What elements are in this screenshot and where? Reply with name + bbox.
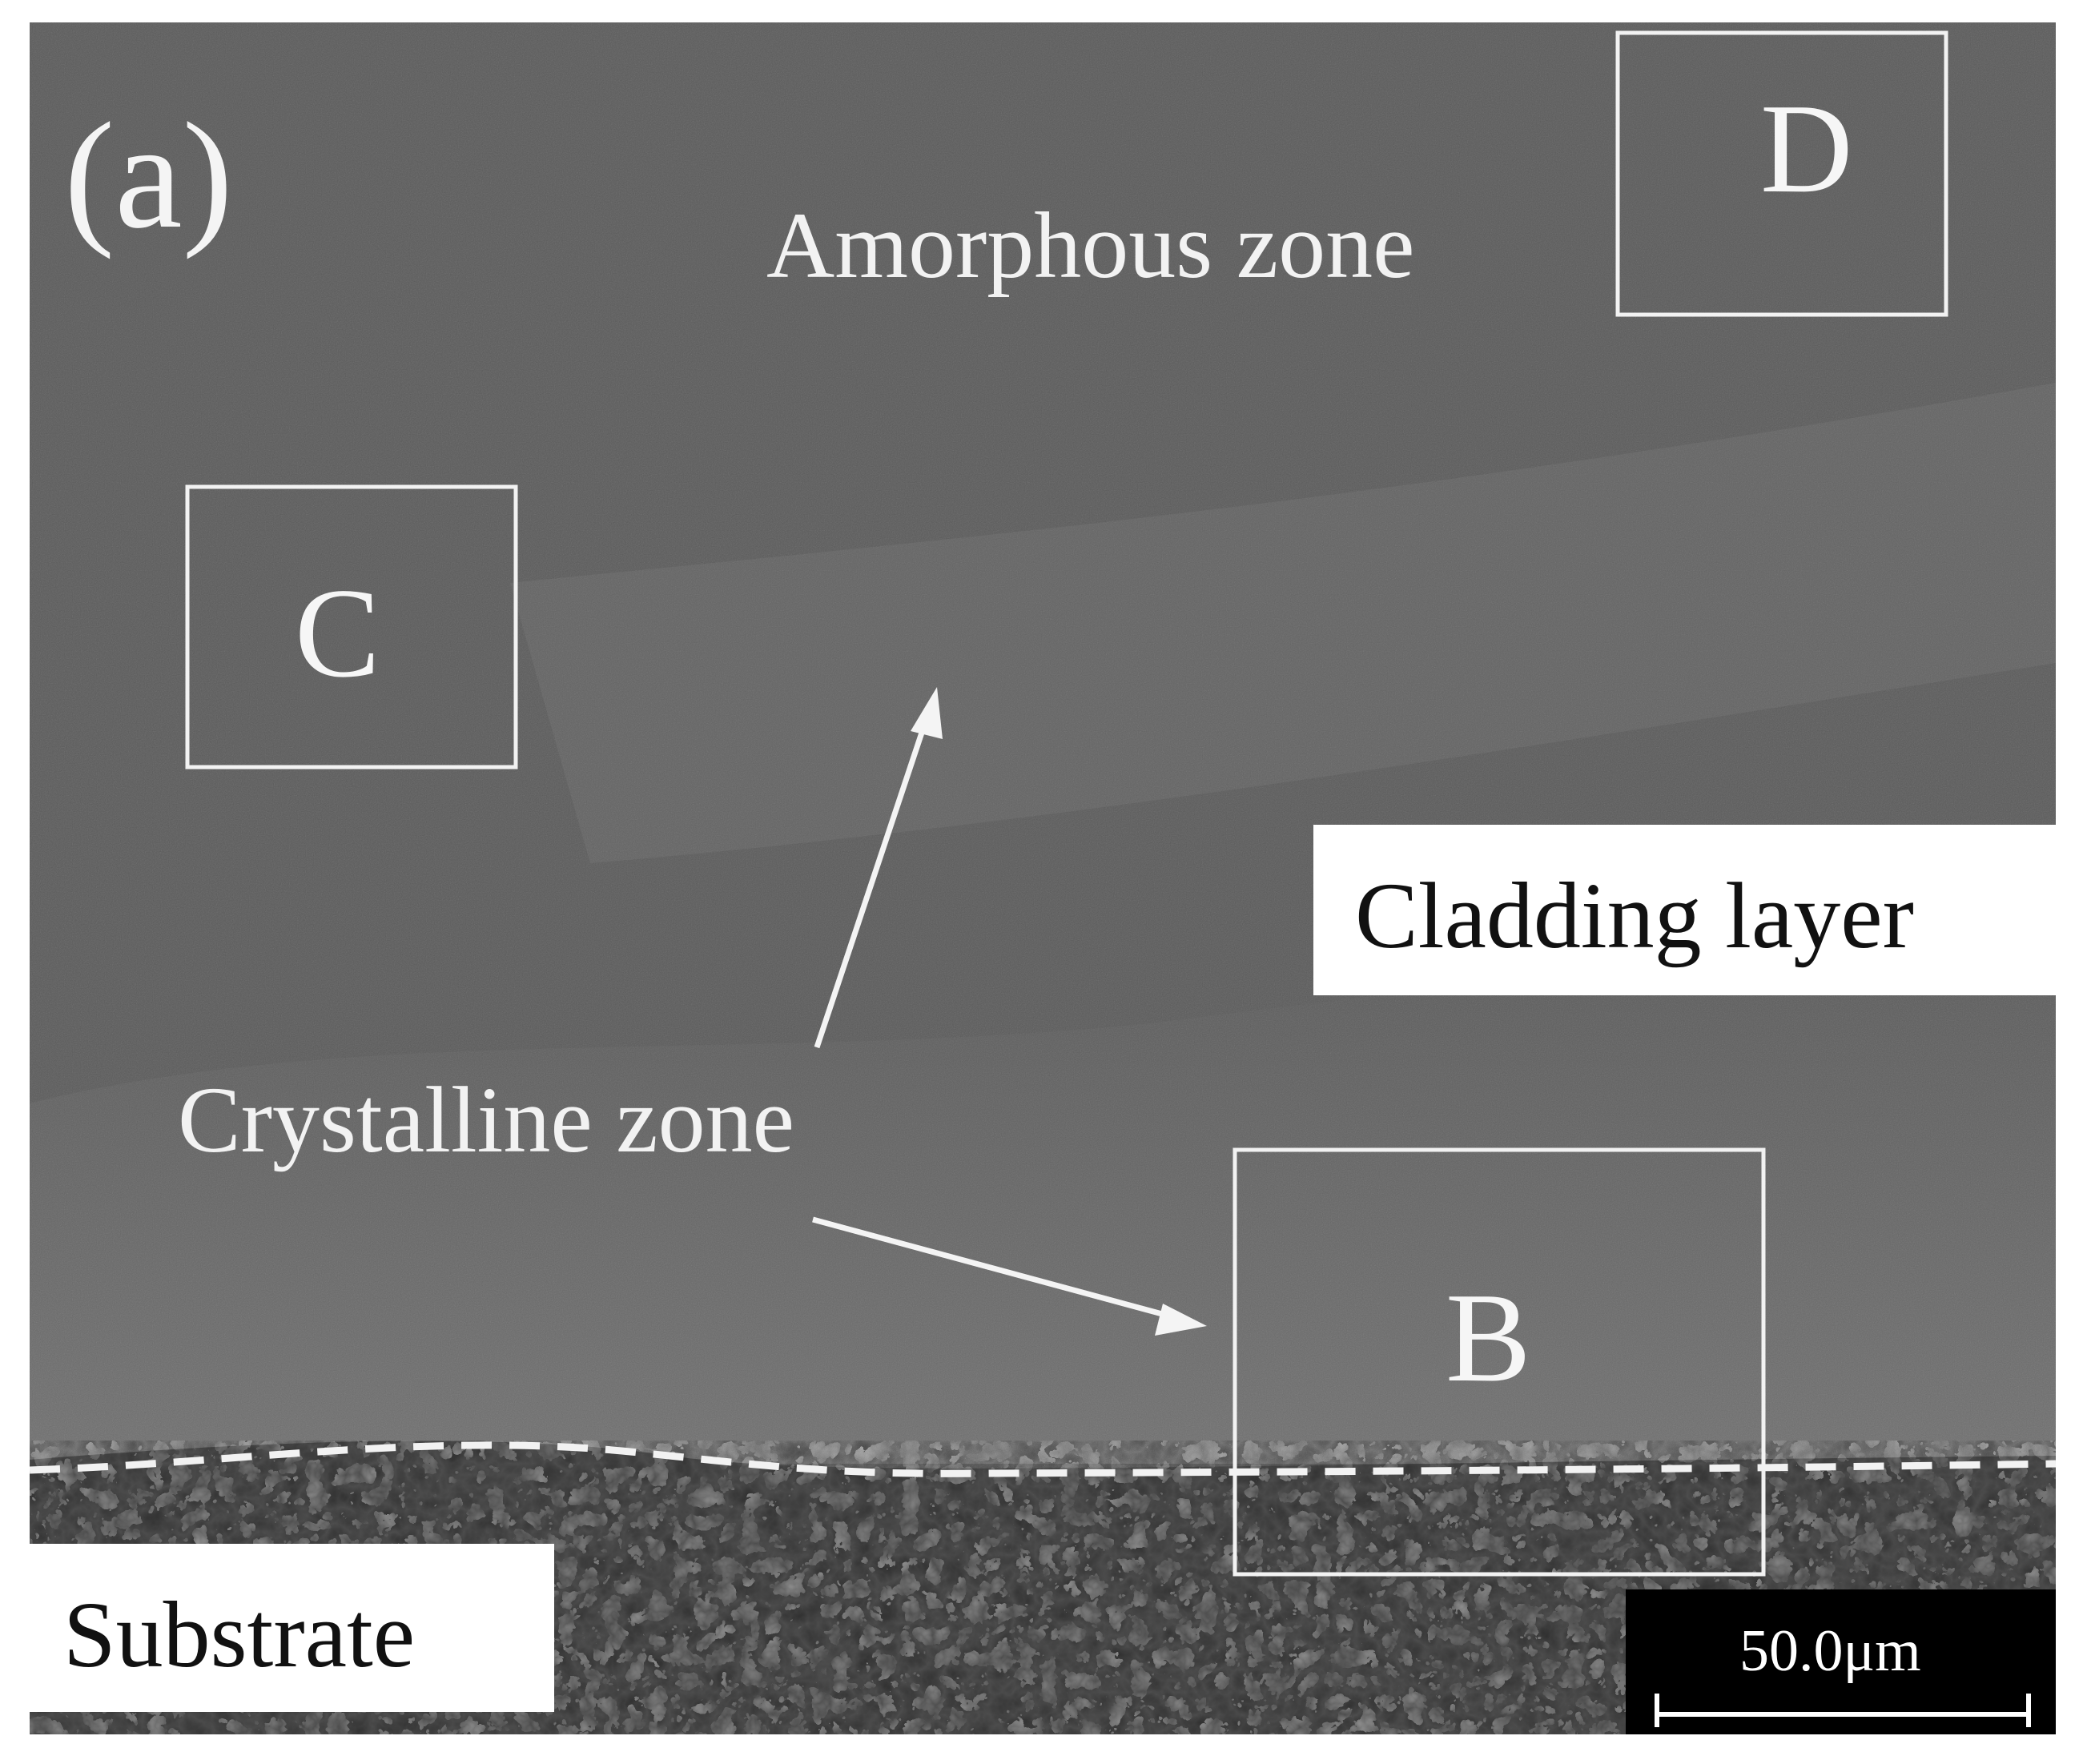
cladding-layer-label: Cladding layer: [1355, 863, 1914, 968]
arrow-to-b-shaft: [812, 1216, 1184, 1323]
panel-label: (a): [64, 92, 233, 260]
crystalline-texture-upper: [510, 383, 2056, 863]
crystalline-zone-label: Crystalline zone: [178, 1067, 795, 1172]
scale-bar-tick-left: [1655, 1694, 1659, 1727]
substrate-tag: Substrate: [30, 1544, 554, 1712]
region-box-d: [1615, 30, 1948, 317]
scale-bar-label: 50.0μm: [1739, 1618, 1921, 1684]
box-label-d: D: [1760, 77, 1853, 219]
box-label-b: B: [1446, 1266, 1531, 1408]
scale-bar: 50.0μm: [1626, 1589, 2056, 1734]
box-label-c: C: [295, 561, 380, 704]
arrow-to-b-head: [1155, 1304, 1207, 1336]
region-box-c: [185, 484, 518, 769]
interface-dashed-line: [30, 1441, 2056, 1477]
crystalline-texture-band: [30, 943, 2056, 1464]
arrow-to-amorphous-shaft: [814, 709, 932, 1049]
scale-bar-line: [1655, 1712, 2031, 1717]
scale-bar-tick-right: [2026, 1694, 2031, 1727]
cladding-layer-tag: Cladding layer: [1313, 825, 2056, 995]
region-box-b: [1232, 1147, 1766, 1577]
amorphous-zone-label: Amorphous zone: [766, 193, 1415, 298]
arrow-to-amorphous-head: [911, 687, 943, 739]
substrate-label: Substrate: [63, 1582, 416, 1687]
